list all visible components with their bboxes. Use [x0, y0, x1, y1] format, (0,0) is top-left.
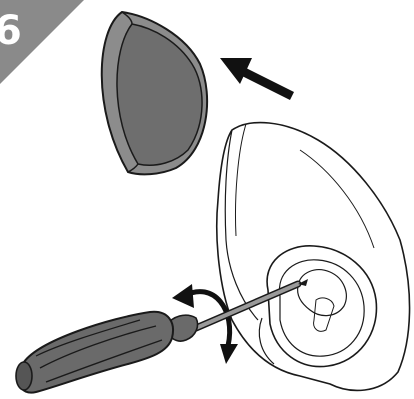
wall-bracket-icon [217, 123, 410, 391]
push-arrow-icon [220, 58, 292, 96]
cover-cap-icon [102, 12, 207, 174]
step-number: 6 [0, 8, 22, 54]
step-badge: 6 [0, 0, 84, 84]
